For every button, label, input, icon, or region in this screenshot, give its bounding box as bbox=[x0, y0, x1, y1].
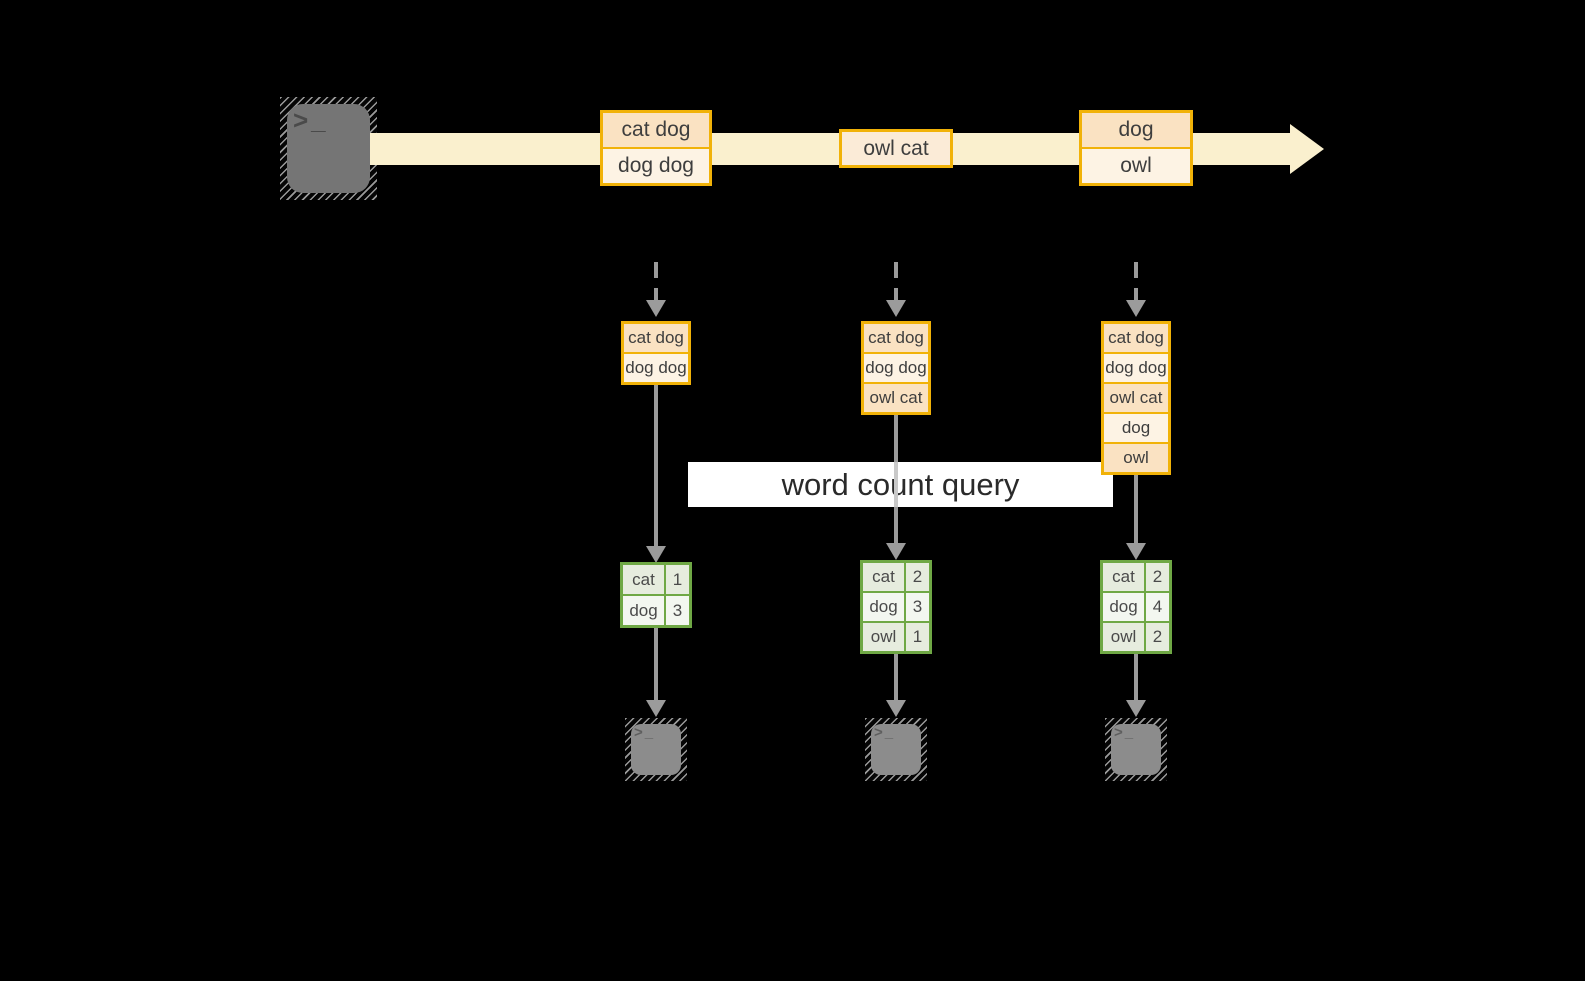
stream-event-1: cat dog dog dog bbox=[600, 110, 712, 186]
count-cell: 2 bbox=[1146, 563, 1169, 591]
count-cell: 2 bbox=[906, 563, 929, 591]
record: dog bbox=[1082, 113, 1190, 147]
connector-line bbox=[1134, 654, 1138, 700]
dashed-arrow bbox=[894, 262, 898, 300]
terminal-prompt-icon: >_ bbox=[634, 724, 656, 741]
table-row: cat 2 bbox=[863, 563, 929, 591]
count-table-3: cat 2 dog 4 owl 2 bbox=[1100, 560, 1172, 654]
connector-line bbox=[1134, 475, 1138, 543]
record: owl cat bbox=[1104, 382, 1168, 412]
connector-line bbox=[654, 628, 658, 700]
arrowhead-icon bbox=[886, 700, 906, 717]
terminal-icon bbox=[287, 104, 370, 193]
word-cell: cat bbox=[863, 563, 906, 591]
stream-event-2: owl cat bbox=[839, 129, 953, 168]
record: owl bbox=[1104, 442, 1168, 472]
record-stack-3: cat dog dog dog owl cat dog owl bbox=[1101, 321, 1171, 475]
sink-terminal-icon: >_ bbox=[865, 718, 927, 781]
stream-arrowhead-icon bbox=[1290, 124, 1327, 174]
table-row: owl 2 bbox=[1103, 621, 1169, 651]
count-table-2: cat 2 dog 3 owl 1 bbox=[860, 560, 932, 654]
dashed-arrowhead-icon bbox=[1126, 300, 1146, 317]
table-row: dog 4 bbox=[1103, 591, 1169, 621]
connector-line bbox=[654, 385, 658, 546]
arrowhead-icon bbox=[646, 546, 666, 563]
record: dog dog bbox=[624, 352, 688, 382]
stream-event-3: dog owl bbox=[1079, 110, 1193, 186]
count-cell: 1 bbox=[906, 623, 929, 651]
word-cell: owl bbox=[1103, 623, 1146, 651]
word-cell: dog bbox=[863, 593, 906, 621]
count-table-1: cat 1 dog 3 bbox=[620, 562, 692, 628]
arrowhead-icon bbox=[646, 700, 666, 717]
table-row: dog 3 bbox=[623, 594, 689, 625]
dashed-arrowhead-icon bbox=[646, 300, 666, 317]
record: owl cat bbox=[842, 132, 950, 165]
arrowhead-icon bbox=[1126, 700, 1146, 717]
record: cat dog bbox=[624, 324, 688, 352]
terminal-prompt-icon: >_ bbox=[1114, 724, 1136, 741]
word-cell: cat bbox=[623, 565, 666, 594]
word-cell: owl bbox=[863, 623, 906, 651]
record: dog bbox=[1104, 412, 1168, 442]
record-stack-2: cat dog dog dog owl cat bbox=[861, 321, 931, 415]
terminal-prompt-icon: >_ bbox=[293, 105, 329, 135]
record: dog dog bbox=[864, 352, 928, 382]
connector-line bbox=[894, 654, 898, 700]
terminal-icon bbox=[631, 724, 681, 775]
dashed-arrow bbox=[654, 262, 658, 300]
terminal-icon bbox=[871, 724, 921, 775]
count-cell: 2 bbox=[1146, 623, 1169, 651]
count-cell: 4 bbox=[1146, 593, 1169, 621]
record: cat dog bbox=[1104, 324, 1168, 352]
dashed-arrow bbox=[1134, 262, 1138, 300]
table-row: cat 1 bbox=[623, 565, 689, 594]
word-cell: cat bbox=[1103, 563, 1146, 591]
table-row: dog 3 bbox=[863, 591, 929, 621]
arrowhead-icon bbox=[1126, 543, 1146, 560]
table-row: cat 2 bbox=[1103, 563, 1169, 591]
dashed-arrowhead-icon bbox=[886, 300, 906, 317]
record-stack-1: cat dog dog dog bbox=[621, 321, 691, 385]
sink-terminal-icon: >_ bbox=[625, 718, 687, 781]
record: owl cat bbox=[864, 382, 928, 412]
record: owl bbox=[1082, 147, 1190, 183]
terminal-icon bbox=[1111, 724, 1161, 775]
source-terminal-icon: >_ bbox=[280, 97, 377, 200]
record: cat dog bbox=[603, 113, 709, 147]
record: dog dog bbox=[1104, 352, 1168, 382]
count-cell: 1 bbox=[666, 565, 689, 594]
count-cell: 3 bbox=[906, 593, 929, 621]
record: cat dog bbox=[864, 324, 928, 352]
connector-over-banner bbox=[894, 462, 898, 507]
query-banner: word count query bbox=[688, 462, 1113, 507]
terminal-prompt-icon: >_ bbox=[874, 724, 896, 741]
word-cell: dog bbox=[623, 596, 666, 625]
query-banner-label: word count query bbox=[781, 466, 1020, 502]
count-cell: 3 bbox=[666, 596, 689, 625]
table-row: owl 1 bbox=[863, 621, 929, 651]
sink-terminal-icon: >_ bbox=[1105, 718, 1167, 781]
arrowhead-icon bbox=[886, 543, 906, 560]
record: dog dog bbox=[603, 147, 709, 183]
word-cell: dog bbox=[1103, 593, 1146, 621]
